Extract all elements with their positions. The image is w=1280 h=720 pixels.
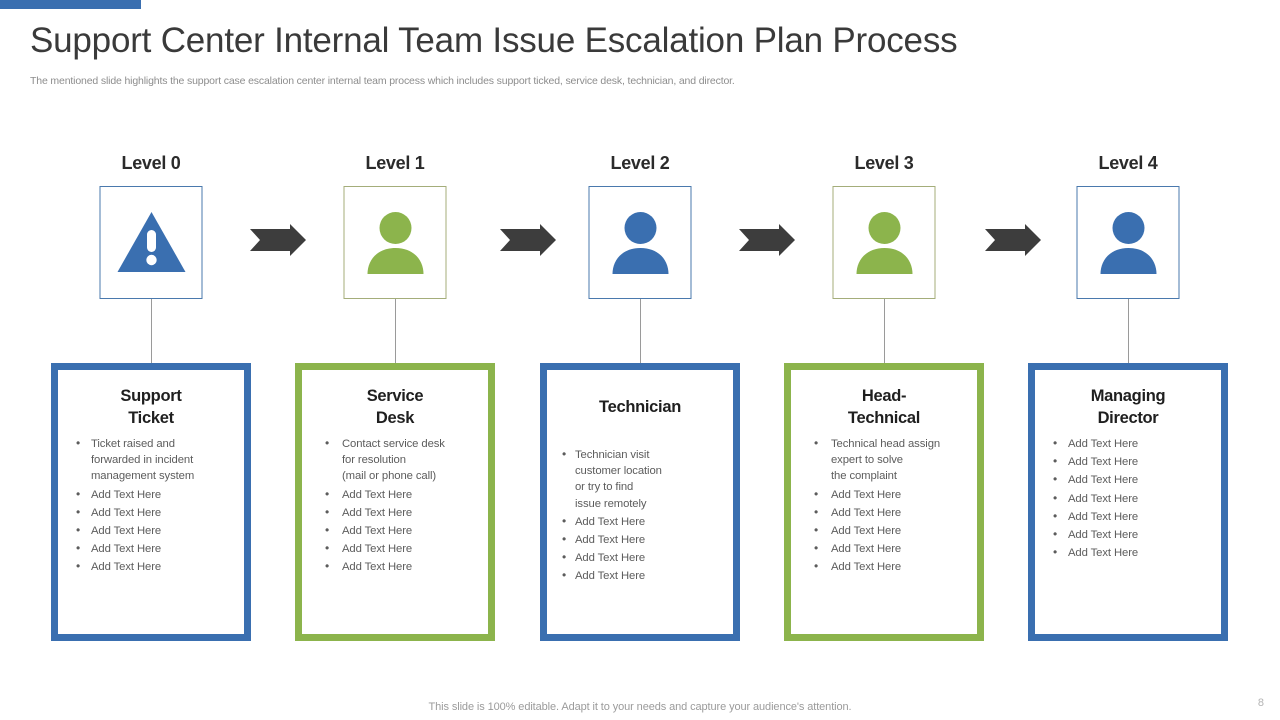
card-inner-1: ServiceDeskContact service desk for reso… [302,370,488,634]
card-bullet-list-4: Add Text HereAdd Text HereAdd Text HereA… [1041,429,1215,561]
bullet-item[interactable]: Add Text Here [308,522,482,539]
level-label-0: Level 0 [121,153,181,173]
card-bullet-list-2: Technician visit customer location or tr… [553,440,727,585]
process-card-1[interactable]: ServiceDeskContact service desk for reso… [295,363,495,641]
card-title-line: Technician [599,398,681,416]
bullet-item[interactable]: Add Text Here [553,531,727,548]
icon-box-0[interactable] [99,186,203,299]
person-icon [367,211,423,274]
card-inner-0: SupportTicketTicket raised and forwarded… [58,370,244,634]
card-inner-3: Head- TechnicalTechnical head assign expe… [791,370,977,634]
card-bullet-list-1: Contact service desk for resolution (mai… [308,429,482,576]
card-bullet-list-0: Ticket raised and forwarded in incident … [64,429,238,576]
process-column-4: Level 4ManagingDirectorAdd Text HereAdd … [1013,150,1243,641]
bullet-item[interactable]: Add Text Here [1041,435,1215,452]
level-label-4: Level 4 [1098,153,1158,173]
card-title-line: Support [120,387,182,405]
bullet-item[interactable]: Add Text Here [797,504,971,521]
level-label-1: Level 1 [365,153,425,173]
bullet-item[interactable]: Add Text Here [797,540,971,557]
process-column-0: Level 0 SupportTicketTicket raised and fo… [36,150,266,641]
bullet-item[interactable]: Add Text Here [64,504,238,521]
bullet-item[interactable]: Add Text Here [1041,490,1215,507]
top-accent-bar [0,0,141,9]
bullet-item[interactable]: Add Text Here [308,540,482,557]
page-number: 8 [1257,697,1264,709]
bullet-item[interactable]: Add Text Here [1041,544,1215,561]
bullet-item[interactable]: Add Text Here [308,504,482,521]
bullet-item[interactable]: Technician visit customer location or tr… [553,446,727,512]
arrow-connector-2 [500,224,556,256]
bullet-item[interactable]: Add Text Here [64,540,238,557]
card-title-line: Ticket [128,409,174,427]
bullet-item[interactable]: Add Text Here [1041,526,1215,543]
card-title-2: Technician [553,370,727,440]
bullet-item[interactable]: Add Text Here [797,558,971,575]
person-icon [1100,211,1156,274]
card-title-3: Head- Technical [797,370,971,429]
process-card-4[interactable]: ManagingDirectorAdd Text HereAdd Text He… [1028,363,1228,641]
card-title-line: Service [366,387,424,405]
bullet-item[interactable]: Add Text Here [308,486,482,503]
card-title-line: Head- [861,387,907,405]
bullet-item[interactable]: Add Text Here [797,486,971,503]
process-card-2[interactable]: TechnicianTechnician visit customer loca… [540,363,740,641]
bullet-item[interactable]: Technical head assign expert to solve th… [797,435,971,485]
bullet-item[interactable]: Add Text Here [308,558,482,575]
icon-box-1[interactable] [343,186,447,299]
bullet-item[interactable]: Add Text Here [553,513,727,530]
arrow-connector-1 [250,224,306,256]
bullet-item[interactable]: Ticket raised and forwarded in incident … [64,435,238,485]
warning-triangle-icon [117,211,185,272]
bullet-item[interactable]: Add Text Here [553,549,727,566]
process-column-3: Level 3 Head- TechnicalTechnical head assi… [769,150,999,641]
bullet-item[interactable]: Add Text Here [797,522,971,539]
bullet-item[interactable]: Add Text Here [64,486,238,503]
person-icon [856,211,912,274]
bullet-item[interactable]: Add Text Here [64,522,238,539]
bullet-item[interactable]: Contact service desk for resolution (mai… [308,435,482,485]
bullet-item[interactable]: Add Text Here [1041,508,1215,525]
arrow-connector-3 [739,224,795,256]
icon-box-2[interactable] [588,186,692,299]
bullet-item[interactable]: Add Text Here [64,558,238,575]
bullet-item[interactable]: Add Text Here [553,567,727,584]
card-bullet-list-3: Technical head assign expert to solve th… [797,429,971,576]
card-inner-2: TechnicianTechnician visit customer loca… [547,370,733,634]
process-column-2: Level 2 TechnicianTechnician visit custom… [525,150,755,641]
person-icon [612,211,668,274]
level-label-2: Level 2 [610,153,670,173]
card-title-line: Technical [847,409,921,427]
card-inner-4: ManagingDirectorAdd Text HereAdd Text He… [1035,370,1221,634]
footer-note: This slide is 100% editable. Adapt it to… [428,701,852,713]
bullet-item[interactable]: Add Text Here [1041,471,1215,488]
page-subtitle: The mentioned slide highlights the suppo… [30,75,735,87]
icon-box-4[interactable] [1076,186,1180,299]
arrow-connector-4 [985,224,1041,256]
card-title-line: Director [1097,409,1159,427]
bullet-item[interactable]: Add Text Here [1041,453,1215,470]
level-label-3: Level 3 [854,153,914,173]
card-title-line: Managing [1090,387,1166,405]
process-column-1: Level 1 ServiceDeskContact service desk f… [280,150,510,641]
process-card-3[interactable]: Head- TechnicalTechnical head assign expe… [784,363,984,641]
page-title: Support Center Internal Team Issue Escal… [30,21,958,60]
icon-box-3[interactable] [832,186,936,299]
card-title-line: Desk [375,409,415,427]
process-card-0[interactable]: SupportTicketTicket raised and forwarded… [51,363,251,641]
